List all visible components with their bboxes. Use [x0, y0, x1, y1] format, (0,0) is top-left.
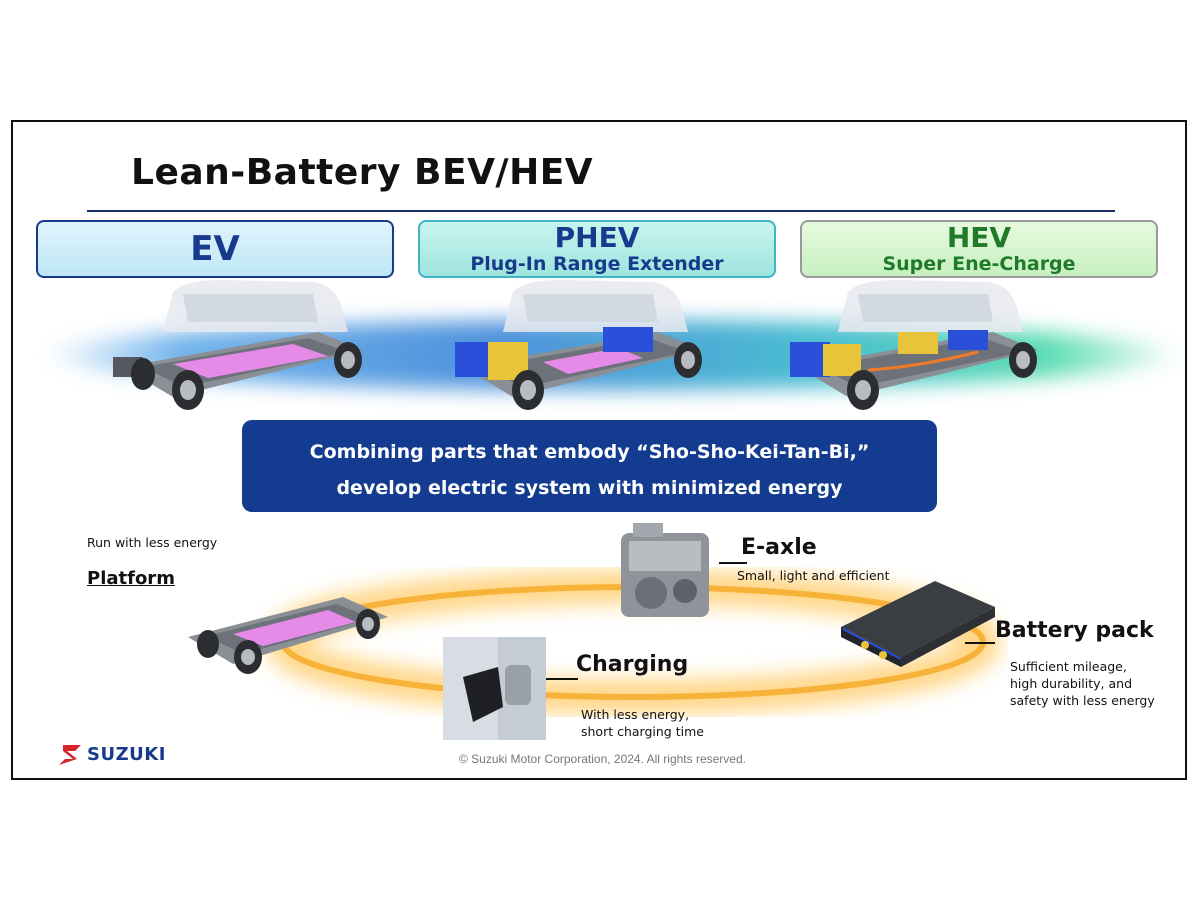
phev-box: PHEV Plug-In Range Extender: [418, 220, 776, 278]
phev-label: PHEV: [554, 221, 640, 254]
ev-chassis-image: [113, 280, 363, 410]
battery-leader: [965, 642, 995, 644]
battery-pack-desc: Sufficient mileage, high durability, and…: [1010, 658, 1155, 709]
charging-leader: [546, 678, 578, 680]
platform-chassis-image: [188, 597, 388, 674]
battery-desc-line-3: safety with less energy: [1010, 693, 1155, 708]
logo-text: SUZUKI: [87, 744, 166, 765]
message-line-1: Combining parts that embody “Sho-Sho-Kei…: [309, 441, 870, 463]
message-banner: Combining parts that embody “Sho-Sho-Kei…: [242, 420, 937, 512]
hev-chassis-image: [790, 280, 1038, 410]
hev-box: HEV Super Ene-Charge: [800, 220, 1158, 278]
charging-desc-line-1: With less energy,: [581, 707, 690, 722]
ev-box: EV: [36, 220, 394, 278]
charging-desc: With less energy, short charging time: [581, 706, 704, 740]
slide: Lean-Battery BEV/HEV: [11, 120, 1187, 780]
suzuki-s-icon: [59, 744, 81, 765]
charging-title: Charging: [576, 652, 689, 677]
platform-note: Run with less energy: [87, 535, 218, 550]
platform-title: Platform: [87, 568, 175, 589]
charging-image: [443, 637, 546, 740]
message-line-2: develop electric system with minimized e…: [336, 477, 843, 499]
phev-chassis-image: [455, 280, 703, 410]
title-underline: [87, 210, 1115, 212]
slide-title: Lean-Battery BEV/HEV: [131, 152, 594, 193]
e-axle-desc: Small, light and efficient: [737, 568, 890, 583]
e-axle-title: E-axle: [741, 535, 817, 560]
suzuki-logo: SUZUKI: [59, 744, 166, 765]
ev-label: EV: [190, 229, 240, 269]
e-axle-leader: [719, 562, 747, 564]
battery-desc-line-2: high durability, and: [1010, 676, 1132, 691]
copyright-text: © Suzuki Motor Corporation, 2024. All ri…: [459, 752, 746, 766]
battery-pack-title: Battery pack: [995, 618, 1154, 643]
e-axle-image: [621, 523, 709, 617]
battery-desc-line-1: Sufficient mileage,: [1010, 659, 1127, 674]
phev-subtitle: Plug-In Range Extender: [470, 253, 724, 275]
hev-label: HEV: [946, 221, 1012, 254]
charging-desc-line-2: short charging time: [581, 724, 704, 739]
hev-subtitle: Super Ene-Charge: [882, 253, 1076, 275]
battery-pack-image: [841, 581, 995, 667]
